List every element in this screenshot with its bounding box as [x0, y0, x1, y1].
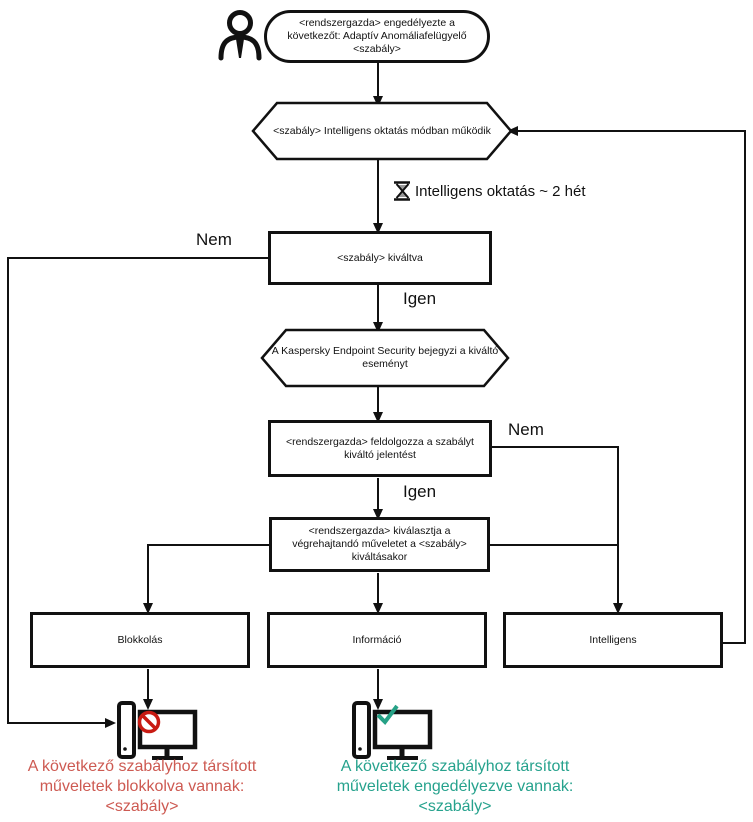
action-blocking-text: Blokkolás	[117, 633, 163, 646]
action-selected-line: végrehajtandó műveletet a <szabály>	[292, 538, 467, 550]
blocked-result-line: A következő szabályhoz társított	[27, 758, 257, 775]
action-blocking-node: Blokkolás	[30, 612, 250, 668]
event-logged-line: A Kaspersky Endpoint Security bejegyzi a…	[271, 345, 499, 357]
action-smart-text: Intelligens	[589, 633, 637, 646]
action-smart-node: Intelligens	[503, 612, 723, 668]
blocked-result-line: <szabály>	[105, 798, 179, 815]
start-node: <rendszergazda> engedélyezte a következő…	[264, 10, 490, 63]
start-node-line: következőt: Adaptív Anomáliafelügyelő	[287, 30, 467, 42]
blocked-result-line: műveletek blokkolva vannak:	[39, 778, 245, 795]
rule-triggered-node: <szabály> kiváltva	[268, 231, 492, 285]
training-duration-label: Intelligens oktatás ~ 2 hét	[415, 183, 586, 200]
report-processed-line: <rendszergazda> feldolgozza a szabályt	[286, 435, 474, 448]
event-logged-line: eseményt	[362, 358, 408, 370]
action-info-node: Információ	[267, 612, 487, 668]
connector-no-to-blocked-computer	[7, 257, 268, 728]
edge-label-yes-bottom: Igen	[403, 482, 437, 501]
allowed-result-line: műveletek engedélyezve vannak:	[336, 778, 574, 795]
action-selected-line: <rendszergazda> kiválasztja a	[308, 525, 451, 537]
rule-triggered-text: <szabály> kiváltva	[337, 251, 423, 264]
start-node-line: <szabály>	[353, 43, 401, 55]
allowed-result-text: A következő szabályhoz társított művelet…	[322, 757, 588, 817]
action-selected-node: <rendszergazda> kiválasztja a végrehajta…	[269, 517, 490, 572]
prohibition-icon	[137, 710, 161, 734]
computer-checkmark-icon	[352, 701, 433, 760]
report-processed-node: <rendszergazda> feldolgozza a szabályt k…	[268, 420, 492, 477]
connector-no-to-smart	[492, 446, 623, 614]
action-selected-line: kiváltásakor	[351, 551, 408, 563]
training-mode-hexagon	[251, 101, 513, 161]
hourglass-icon	[394, 181, 410, 201]
blocked-result-text: A következő szabályhoz társított művelet…	[9, 757, 275, 817]
user-icon	[218, 10, 262, 61]
edge-label-no-right: Nem	[508, 420, 544, 439]
edge-label-yes-top: Igen	[403, 289, 437, 308]
event-logged-label: A Kaspersky Endpoint Security bejegyzi a…	[262, 330, 508, 386]
event-logged-hexagon	[260, 328, 510, 388]
computer-prohibition-icon	[117, 701, 198, 760]
connector-smart-feedback-to-training	[507, 126, 746, 644]
connector-selected-to-blocking	[143, 544, 269, 614]
edge-label-no-left: Nem	[196, 230, 232, 249]
checkmark-icon	[376, 704, 399, 726]
allowed-result-line: <szabály>	[418, 798, 492, 815]
allowed-result-line: A következő szabályhoz társított	[340, 758, 570, 775]
training-mode-label: <szabály> Intelligens oktatás módban műk…	[253, 103, 511, 159]
report-processed-line: kiváltó jelentést	[344, 448, 416, 461]
action-info-text: Információ	[352, 633, 402, 646]
training-mode-text: <szabály> Intelligens oktatás módban műk…	[273, 124, 491, 137]
start-node-line: <rendszergazda> engedélyezte a	[299, 17, 455, 29]
